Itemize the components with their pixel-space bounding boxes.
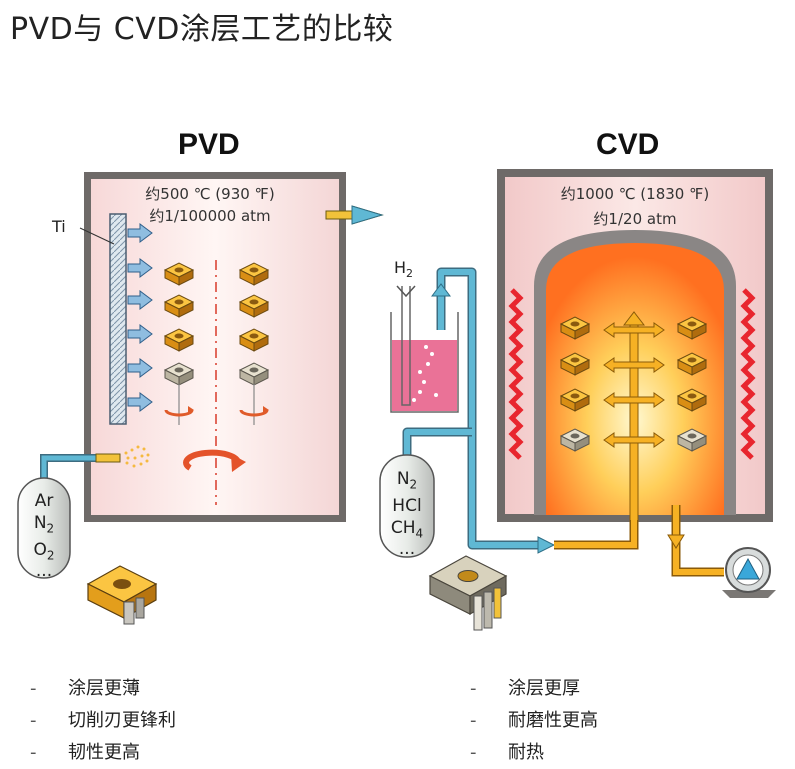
pvd-gas-n2: N2 [33,513,55,536]
bullet-dash: - [470,710,477,731]
h2-subscript: 2 [406,267,414,281]
cvd-gas-tank [379,454,435,558]
bullet-dash: - [470,678,477,699]
cvd-gas-n2: N2 [396,469,418,492]
cvd-coated-insert [428,555,508,631]
list-item: - 耐磨性更高 [470,705,598,737]
bubbler-liquid [392,340,457,411]
bullet-dash: - [30,710,37,731]
pvd-feature-thinner: 涂层更薄 [68,678,140,699]
cvd-feed-pipe [554,520,637,548]
large-rotation-icon [183,449,246,472]
cvd-feature-thicker: 涂层更厚 [508,678,580,699]
pump-base [722,590,776,598]
ti-pointer-line [79,227,115,245]
pvd-temperature: 约500 ℃ (930 ℉) [145,185,275,203]
pvd-pressure: 约1/100000 atm [149,207,271,225]
pvd-exhaust-arrow [325,205,384,225]
bullet-dash: - [470,742,477,763]
pvd-coated-insert [86,565,158,625]
pvd-heading: PVD [178,128,240,161]
list-item: - 耐热 [470,737,598,769]
h2-label: H2 [394,258,414,281]
pvd-feature-list: - 涂层更薄 - 切削刃更锋利 - 韧性更高 [30,673,176,769]
small-rotation-icon [164,409,269,417]
pvd-tank-gases: Ar N2 O2 ... [18,490,70,581]
pvd-gas-spray [124,445,150,468]
pvd-gas-ar: Ar [34,491,54,511]
pvd-feature-sharper: 切削刃更锋利 [68,710,176,731]
cvd-feature-wear: 耐磨性更高 [508,710,598,731]
pvd-gas-o2: O2 [33,540,55,563]
page-title: PVD与 CVD涂层工艺的比较 [10,12,394,47]
bullet-dash: - [30,678,37,699]
ti-target-plate [109,213,127,425]
cvd-tank-gases: N2 HCl CH4 ... [380,468,434,559]
cvd-feature-list: - 涂层更厚 - 耐磨性更高 - 耐热 [470,673,598,769]
cvd-temperature: 约1000 ℃ (1830 ℉) [560,185,710,203]
pvd-gas-more: ... [35,560,53,581]
cvd-heading: CVD [596,128,660,161]
pvd-gas-nozzle [95,453,121,463]
cvd-gas-riser [629,321,639,523]
ti-label: Ti [52,217,66,236]
list-item: - 涂层更厚 [470,673,598,705]
cvd-exhaust-pipe [673,505,724,575]
h2-inlet-tube [401,286,411,406]
cvd-gas-hcl: HCl [392,496,422,517]
cvd-pressure: 约1/20 atm [593,210,677,228]
pvd-gas-tank [17,477,71,579]
bubbles [412,345,438,402]
list-item: - 韧性更高 [30,737,176,769]
list-item: - 切削刃更锋利 [30,705,176,737]
cvd-gas-ch4: CH4 [390,518,424,541]
cvd-gas-more: ... [398,538,416,559]
list-item: - 涂层更薄 [30,673,176,705]
cvd-feature-heat: 耐热 [508,742,544,763]
bullet-dash: - [30,742,37,763]
pvd-feature-tougher: 韧性更高 [68,742,140,763]
